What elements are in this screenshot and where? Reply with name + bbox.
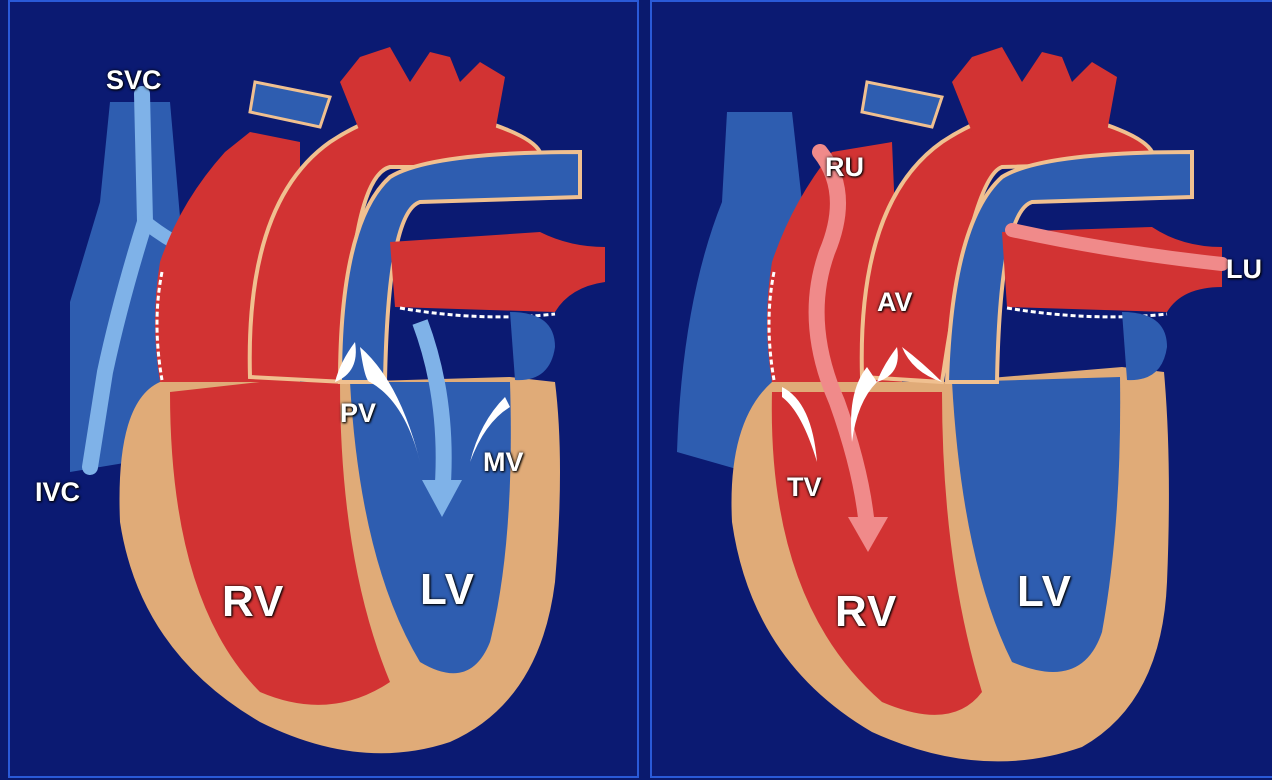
label-lu: LU bbox=[1226, 256, 1262, 283]
label-av: AV bbox=[877, 289, 913, 316]
left-heart-panel: SVC IVC PV MV RV LV bbox=[8, 0, 639, 778]
right-panel-aortic-branches bbox=[952, 47, 1117, 132]
left-atrium bbox=[390, 232, 605, 312]
label-lv: LV bbox=[420, 568, 475, 612]
label-pv: PV bbox=[340, 400, 376, 427]
left-upper-vessel bbox=[250, 82, 330, 127]
label-rv: RV bbox=[222, 580, 284, 624]
label-mv: MV bbox=[483, 449, 524, 476]
label-svc: SVC bbox=[106, 67, 162, 94]
left-heart-illustration bbox=[10, 2, 641, 780]
label-rv-right: RV bbox=[835, 590, 897, 634]
right-heart-panel: RU LU AV TV RV LV bbox=[650, 0, 1272, 778]
right-heart-illustration bbox=[652, 2, 1272, 780]
label-tv: TV bbox=[787, 474, 822, 501]
left-atrium-bulge bbox=[510, 312, 555, 380]
label-ru: RU bbox=[825, 154, 864, 181]
right-panel-upper-vessel bbox=[862, 82, 942, 127]
label-ivc: IVC bbox=[35, 479, 80, 506]
aortic-branches bbox=[340, 47, 505, 132]
right-panel-left-atrium-bulge bbox=[1122, 312, 1167, 380]
label-lv-right: LV bbox=[1017, 570, 1072, 614]
